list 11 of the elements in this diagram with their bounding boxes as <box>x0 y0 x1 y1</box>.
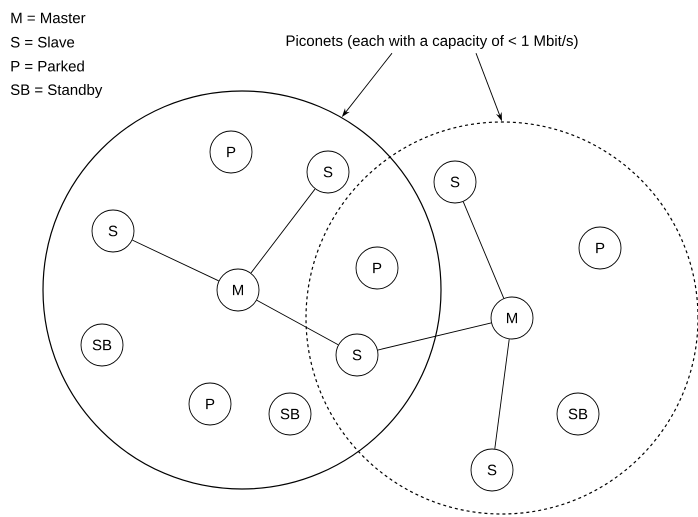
link-line <box>250 188 316 274</box>
link-line <box>462 201 504 299</box>
key-text: SB = Standby <box>10 84 102 98</box>
link-line <box>377 322 492 350</box>
link-line <box>494 338 510 450</box>
link-line <box>256 300 339 346</box>
callout-text: Piconets (each with a capacity of < 1 Mbit/s) <box>286 35 578 49</box>
link-line <box>132 240 220 282</box>
key-text: P = Parked <box>11 60 84 72</box>
key-text: M = Master <box>11 12 86 24</box>
key-text: S = Slave <box>10 36 74 48</box>
